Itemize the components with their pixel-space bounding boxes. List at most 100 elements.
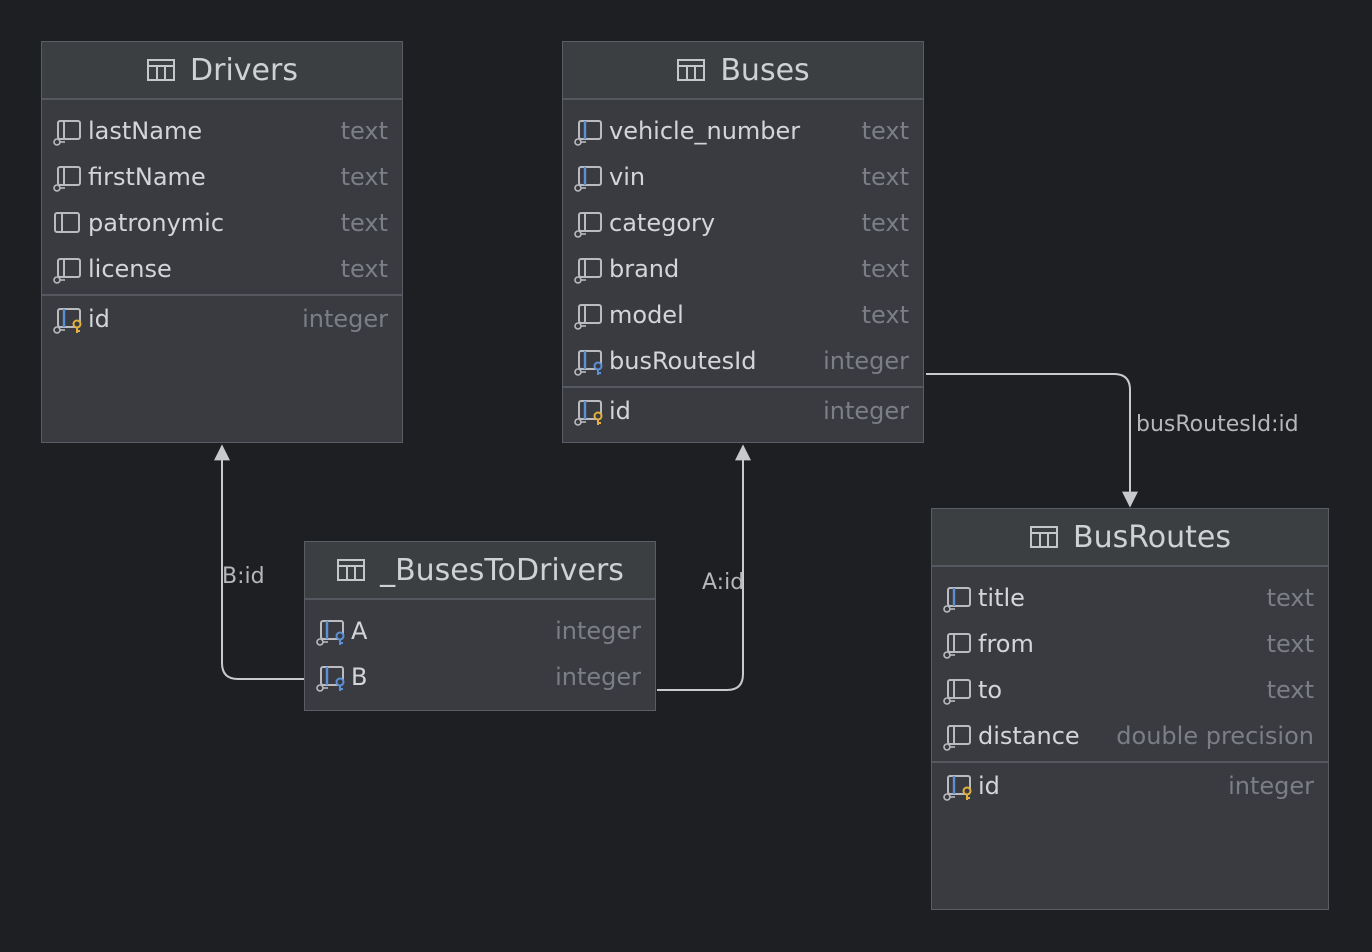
relation-busestodrivers-buses[interactable] [657,444,751,691]
column-name: distance [978,722,1080,750]
column-type: text [861,163,909,191]
column-row-license[interactable]: license text [42,246,402,292]
relation-label-b-id: B:id [222,564,265,589]
column-row-title[interactable]: title text [932,575,1328,621]
column-type: integer [555,617,641,645]
column-type: integer [302,305,388,333]
column-type: text [340,209,388,237]
column-type: text [340,117,388,145]
column-name: title [978,584,1025,612]
column-type: integer [823,397,909,425]
column-row-distance[interactable]: distance double precision [932,713,1328,759]
column-type: text [861,209,909,237]
column-type: text [861,301,909,329]
table-icon [676,57,706,83]
column-notnull-icon [52,254,82,284]
column-type: integer [555,663,641,691]
column-row-patronymic[interactable]: patronymic text [42,200,402,246]
table-icon [146,57,176,83]
foreign-key-column-icon [573,346,603,376]
column-row-from[interactable]: from text [932,621,1328,667]
table-busroutes[interactable]: BusRoutes title text from text to text distance… [931,508,1329,910]
column-row-vin[interactable]: vin text [563,154,923,200]
column-name: vin [609,163,646,191]
column-name: license [88,255,172,283]
relation-buses-busroutes[interactable] [926,373,1138,508]
primary-key-column-icon [52,304,82,334]
column-type: text [861,117,909,145]
column-notnull-icon [573,300,603,330]
column-type: integer [1228,772,1314,800]
column-name: patronymic [88,209,225,237]
column-type: double precision [1116,722,1314,750]
column-type: integer [823,347,909,375]
relation-label-a-id: A:id [702,570,745,595]
column-row-first-name[interactable]: firstName text [42,154,402,200]
unique-column-icon [942,583,972,613]
column-name: lastName [88,117,203,145]
unique-column-icon [573,116,603,146]
column-type: text [861,255,909,283]
primary-key-column-icon [573,396,603,426]
column-row-category[interactable]: category text [563,200,923,246]
relation-label-busroutesid: busRoutesId:id [1136,412,1299,437]
column-row-id[interactable]: id integer [563,386,923,432]
column-notnull-icon [573,208,603,238]
column-name: id [88,305,110,333]
table-header[interactable]: _BusesToDrivers [305,542,655,600]
column-notnull-icon [942,629,972,659]
column-notnull-icon [942,721,972,751]
column-type: text [340,255,388,283]
table-title: _BusesToDrivers [380,552,624,588]
table-title: Buses [720,52,810,88]
table-icon [336,557,366,583]
foreign-key-column-icon [315,616,345,646]
column-row-bus-routes-id[interactable]: busRoutesId integer [563,338,923,384]
column-name: busRoutesId [609,347,757,375]
column-name: to [978,676,1003,704]
column-notnull-icon [573,254,603,284]
column-name: id [978,772,1000,800]
column-notnull-icon [52,162,82,192]
column-row-to[interactable]: to text [932,667,1328,713]
table-title: Drivers [190,52,298,88]
column-type: text [1266,676,1314,704]
column-name: id [609,397,631,425]
unique-column-icon [573,162,603,192]
primary-key-column-icon [942,771,972,801]
column-row-id[interactable]: id integer [42,294,402,340]
column-name: vehicle_number [609,117,801,145]
column-type: text [1266,584,1314,612]
column-name: A [351,617,368,645]
column-name: from [978,630,1034,658]
column-row-brand[interactable]: brand text [563,246,923,292]
column-notnull-icon [942,675,972,705]
column-type: text [340,163,388,191]
column-notnull-icon [52,116,82,146]
column-name: firstName [88,163,206,191]
column-type: text [1266,630,1314,658]
table-header[interactable]: Drivers [42,42,402,100]
relation-busestodrivers-drivers[interactable] [214,444,305,680]
foreign-key-column-icon [315,662,345,692]
column-row-id[interactable]: id integer [932,761,1328,807]
table-header[interactable]: Buses [563,42,923,100]
column-list: title text from text to text distance double pr… [932,567,1328,807]
column-name: category [609,209,716,237]
column-row-vehicle-number[interactable]: vehicle_number text [563,108,923,154]
column-row-last-name[interactable]: lastName text [42,108,402,154]
column-name: B [351,663,368,691]
column-name: brand [609,255,680,283]
table-title: BusRoutes [1073,519,1231,555]
table-header[interactable]: BusRoutes [932,509,1328,567]
table-icon [1029,524,1059,550]
